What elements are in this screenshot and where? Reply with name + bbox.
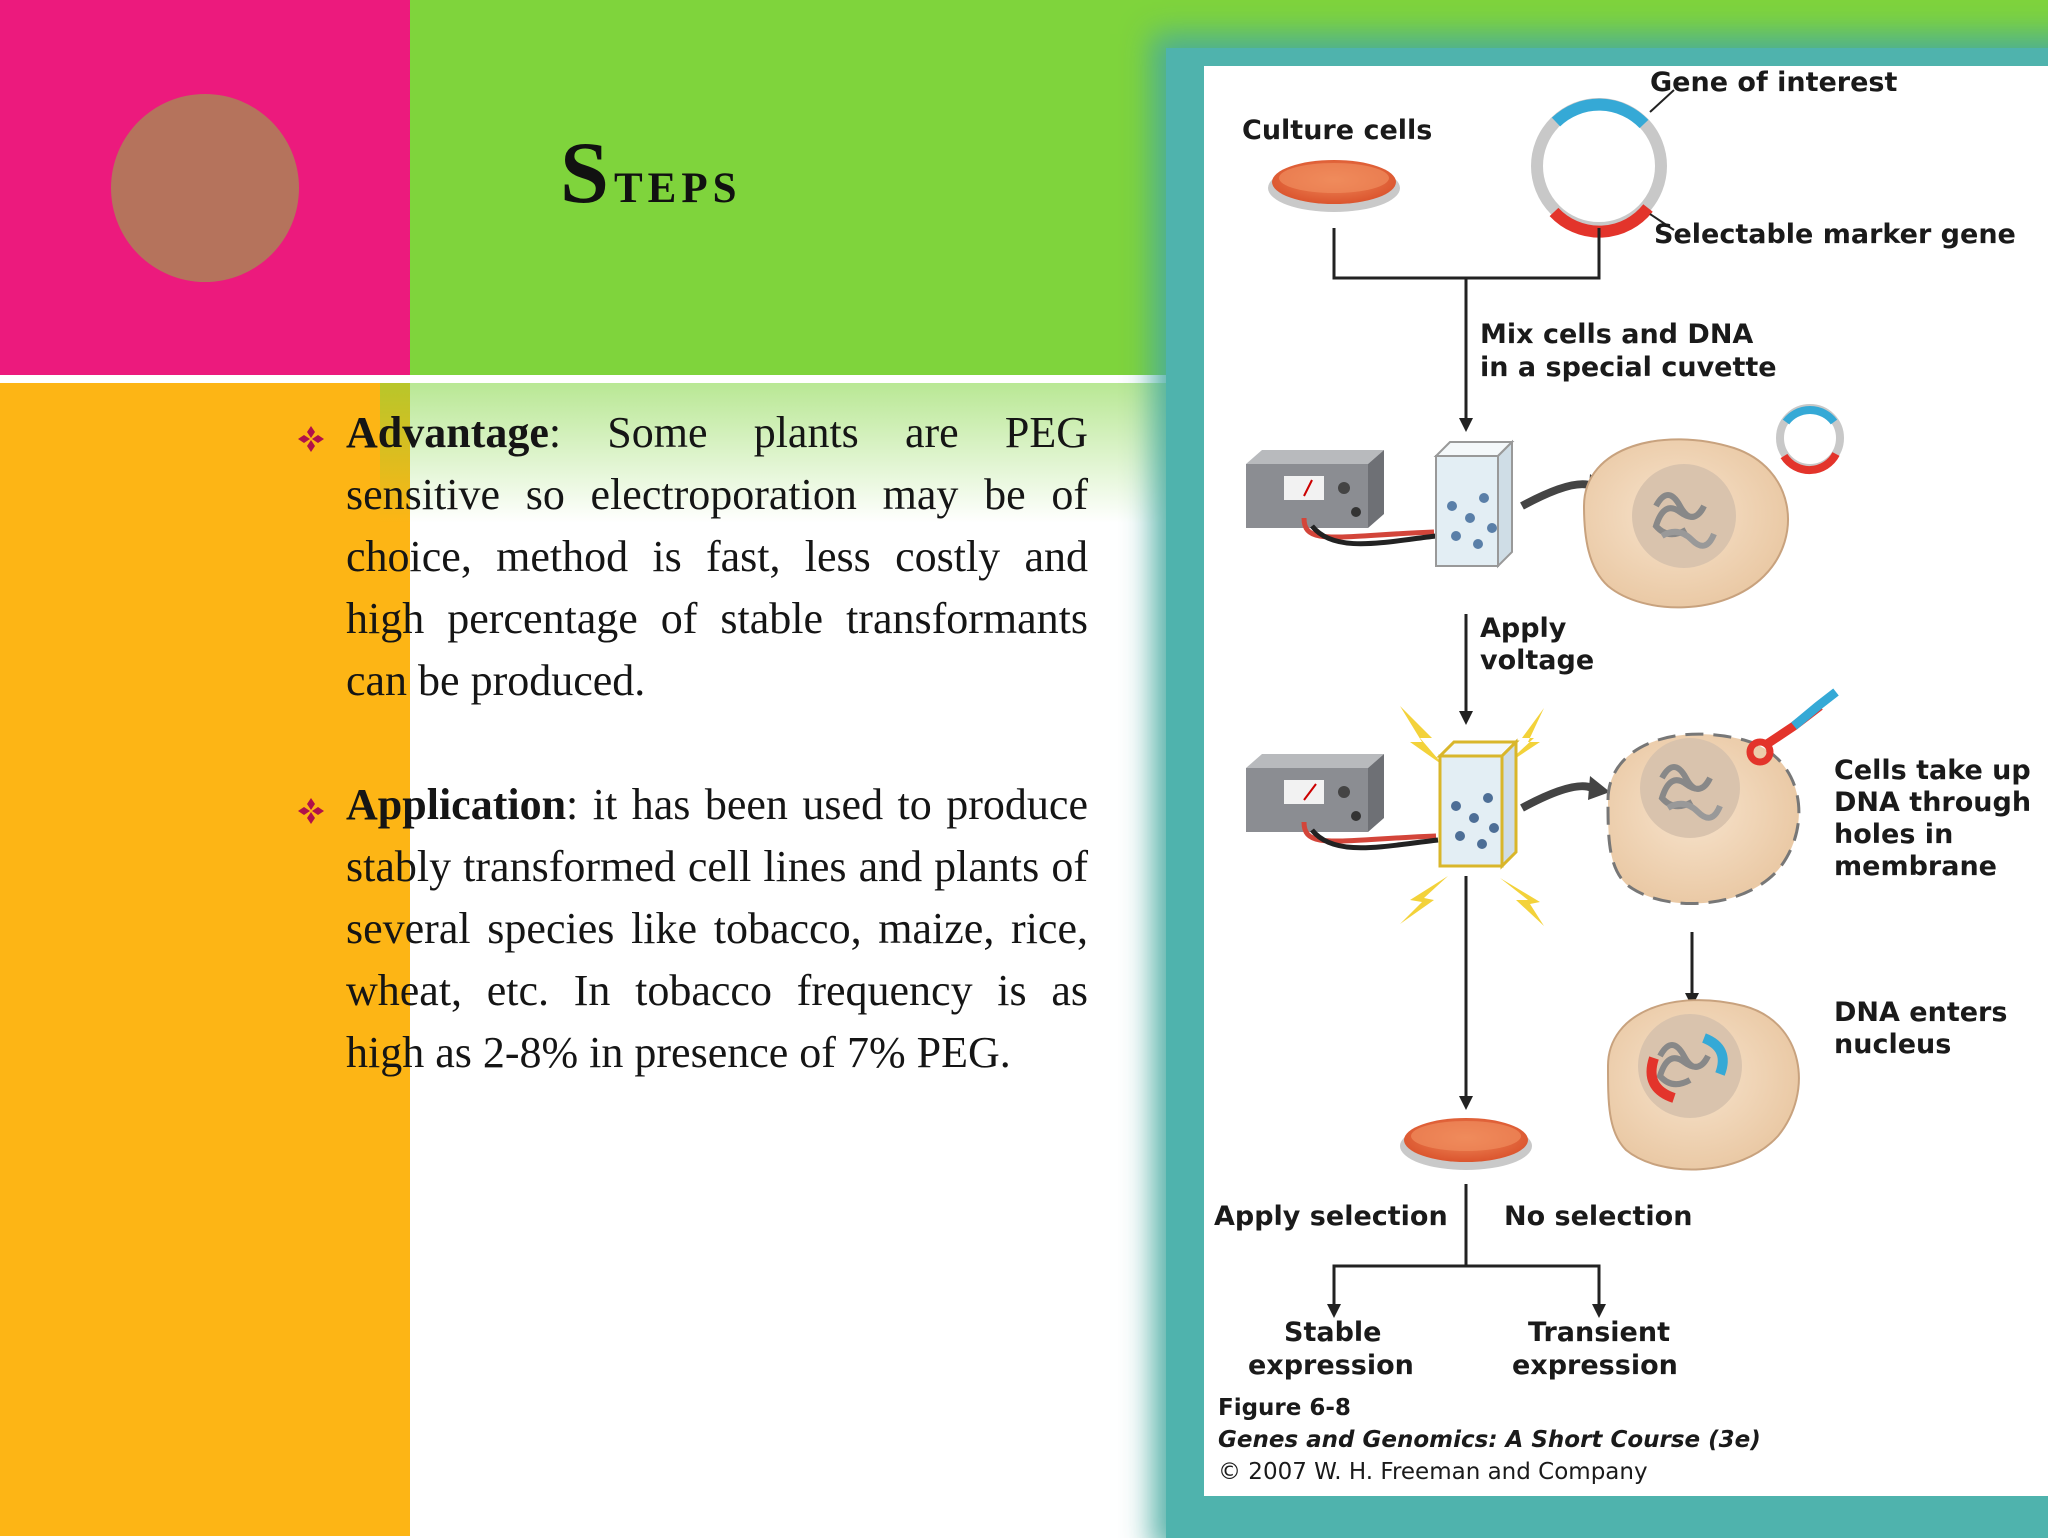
diamond-bullet-icon [298,798,324,824]
label-mix-line2: in a special cuvette [1480,352,1777,383]
figure-drawing [1246,89,1844,1318]
cuvette-icon [1436,738,1520,870]
plasmid-icon [1531,89,1675,238]
label-gene-of-interest: Gene of interest [1650,67,1898,98]
caption-copyright: © 2007 W. H. Freeman and Company [1218,1459,1648,1485]
bullet-label: Application [346,780,567,829]
cell-icon [1582,438,1789,609]
header-divider [0,375,2048,383]
label-cells-take-2: DNA through [1834,787,2032,818]
culture-dish-icon [1268,160,1400,212]
merge-connector [1332,228,1601,421]
cuvette-icon [1433,439,1515,569]
label-transient-2: expression [1512,1350,1678,1381]
orange-side-band [0,375,410,1536]
caption-number: Figure 6-8 [1218,1395,1351,1421]
cell-icon [1606,688,1839,905]
label-apply-line2: voltage [1480,645,1595,676]
bullet-body: : it has been used to produce stably tra… [346,780,1088,1077]
label-no-selection: No selection [1504,1201,1693,1232]
cell-icon [1606,999,1800,1171]
label-stable-1: Stable [1284,1317,1382,1348]
label-cells-take-3: holes in [1834,819,1954,850]
label-culture-cells: Culture cells [1242,115,1433,146]
slide-title: Steps [560,130,1060,218]
label-transient-1: Transient [1528,1317,1670,1348]
label-cells-take-1: Cells take up [1834,755,2031,786]
label-stable-2: expression [1248,1350,1414,1381]
bullet-application: Application: it has been used to produce… [296,774,1088,1084]
voltage-generator-icon [1246,450,1384,528]
bullet-list: Advantage: Some plants are PEG sensitive… [296,402,1088,1146]
bullet-advantage: Advantage: Some plants are PEG sensitive… [296,402,1088,712]
label-dna-enters-2: nucleus [1834,1029,1952,1060]
bullet-body: : Some plants are PEG sensitive so elect… [346,408,1088,705]
green-fade-band [380,383,1200,523]
bullet-text: Application: it has been used to produce… [346,774,1088,1084]
electroporation-figure: Culture cells Gene of interest Selectabl… [1204,66,2048,1496]
bullet-text: Advantage: Some plants are PEG sensitive… [346,402,1088,712]
arrow-down-icon [1459,711,1473,725]
split-connector [1332,1184,1601,1306]
label-selectable-marker: Selectable marker gene [1654,219,2016,250]
label-cells-take-4: membrane [1834,851,1997,882]
voltage-generator-icon [1246,754,1384,832]
label-apply-line1: Apply [1480,613,1567,644]
diamond-bullet-icon [298,426,324,452]
label-dna-enters-1: DNA enters [1834,997,2008,1028]
bullet-label: Advantage [346,408,549,457]
arrow-down-icon [1459,418,1473,432]
title-first-letter: S [560,125,614,222]
culture-dish-icon [1400,1118,1532,1170]
arrow-down-icon [1459,1096,1473,1110]
decorative-circle [111,94,299,282]
arrow-down-icon [1592,1304,1606,1318]
lightning-icon [1400,706,1544,926]
plasmid-icon [1776,404,1844,475]
arrow-down-icon [1327,1304,1341,1318]
caption-book: Genes and Genomics: A Short Course (3e) [1218,1427,1761,1453]
title-rest: teps [613,148,742,216]
label-mix-line1: Mix cells and DNA [1480,319,1754,350]
label-apply-selection: Apply selection [1214,1201,1448,1232]
